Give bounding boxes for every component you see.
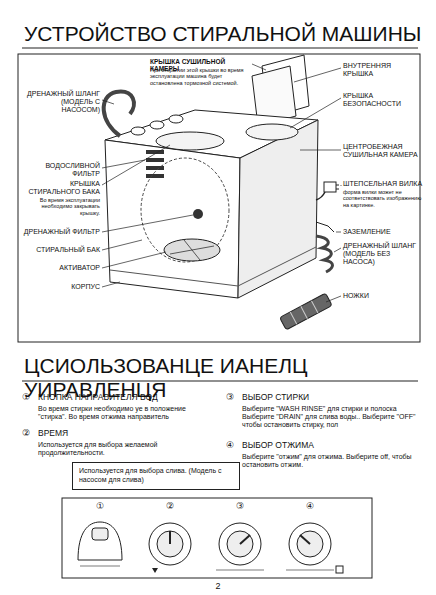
knob <box>169 115 183 123</box>
knob <box>150 121 164 129</box>
drain-filter <box>193 209 203 219</box>
activator <box>164 239 220 261</box>
part-name: ДРЕНАЖНЫЙ ФИЛЬТР <box>20 228 100 236</box>
power-cord <box>316 192 325 200</box>
part-name: ЗАЗЕМЛЕНИЕ <box>343 228 421 236</box>
base-line <box>110 270 238 286</box>
control-text: Выберите "WASH RINSE" для стирки и полос… <box>242 405 428 429</box>
part-name: ДРЕНАЖНЫЙ ШЛАНГ (МОДЕЛЬ БЕЗ НАСОСА) <box>343 242 421 266</box>
water-direction-button <box>78 522 122 566</box>
callout-number: ① <box>22 392 36 402</box>
machine-side <box>238 120 318 298</box>
callout-number: ① <box>90 501 110 511</box>
part-name: ШТЕПСЕЛЬНАЯ ВИЛКА <box>343 180 423 188</box>
callout-number: ② <box>22 428 36 438</box>
part-name: КРЫШКА БЕЗОПАСНОСТИ <box>343 92 421 108</box>
callout-number: ③ <box>230 501 250 511</box>
knob <box>131 127 145 135</box>
callout-number: ④ <box>300 501 320 511</box>
part-name: СТИРАЛЬНЫЙ БАК <box>20 246 100 254</box>
leader-lines <box>102 64 341 302</box>
drain-hose-coil <box>316 236 333 272</box>
activator-fins <box>170 240 214 260</box>
drain-hose <box>104 92 134 136</box>
ground-wire <box>316 222 334 232</box>
control-text: Во время стирки необходимо уе в положени… <box>38 405 216 421</box>
part-name: НОЖКИ <box>343 292 421 300</box>
heading-rule <box>22 47 418 48</box>
page-heading: УСТРОЙСТВО СТИРАЛЬНОЙ МАШИНЫ <box>24 22 421 46</box>
control-text: Используется для выбора желаемой продолж… <box>38 441 216 457</box>
plug <box>324 182 336 192</box>
part-name: ЦЕНТРОБЕЖНАЯ СУШИЛЬНАЯ КАМЕРА <box>343 143 421 159</box>
control-text: Выберите "отжим" для отжима. Выберите of… <box>242 453 428 469</box>
callout-number: ③ <box>226 392 240 402</box>
part-name: ВОДОСЛИВНОЙ ФИЛЬТР <box>36 162 100 178</box>
note-text: Используется для выбора слива. (Модель с… <box>73 463 239 489</box>
wash-knob <box>216 523 264 570</box>
part-name: КРЫШКА СТИРАЛЬНОГО БАКА <box>20 180 100 196</box>
control-name: ВРЕМЯ <box>38 429 218 439</box>
control-name: ВЫБОР СТИРКИ <box>242 393 422 403</box>
panel-frame <box>62 498 372 578</box>
note-box: Используется для выбора слива. (Модель с… <box>72 462 240 490</box>
callout-number: ④ <box>226 440 240 450</box>
part-note: форма вилки может не соответствовать изо… <box>343 189 423 208</box>
callout-number: ② <box>160 501 180 511</box>
part-name: ВНУТРЕННЯЯ КРЫШКА <box>343 62 421 78</box>
part-name: ДРЕНАЖНЫЙ ШЛАНГ (МОДЕЛЬ С НАСОСОМ) <box>24 90 100 114</box>
page-number: 2 <box>208 581 228 591</box>
part-name: АКТИВАТОР <box>36 264 100 272</box>
control-name: КНОПКА НАПРАВИТЕЛЯ ВОД <box>38 393 218 403</box>
wash-tub <box>141 158 229 262</box>
spin-knob <box>286 523 343 573</box>
part-name: КОРПУС <box>36 283 100 291</box>
safety-lid <box>246 124 298 140</box>
part-note: Во время эксплуатации необходимо закрыва… <box>28 197 100 216</box>
part-note: При открытии этой крышки во время эксплу… <box>150 67 250 86</box>
feet <box>280 293 332 330</box>
timer-knob <box>149 523 191 573</box>
control-name: ВЫБОР ОТЖИМА <box>242 441 422 451</box>
base-line <box>238 247 316 286</box>
